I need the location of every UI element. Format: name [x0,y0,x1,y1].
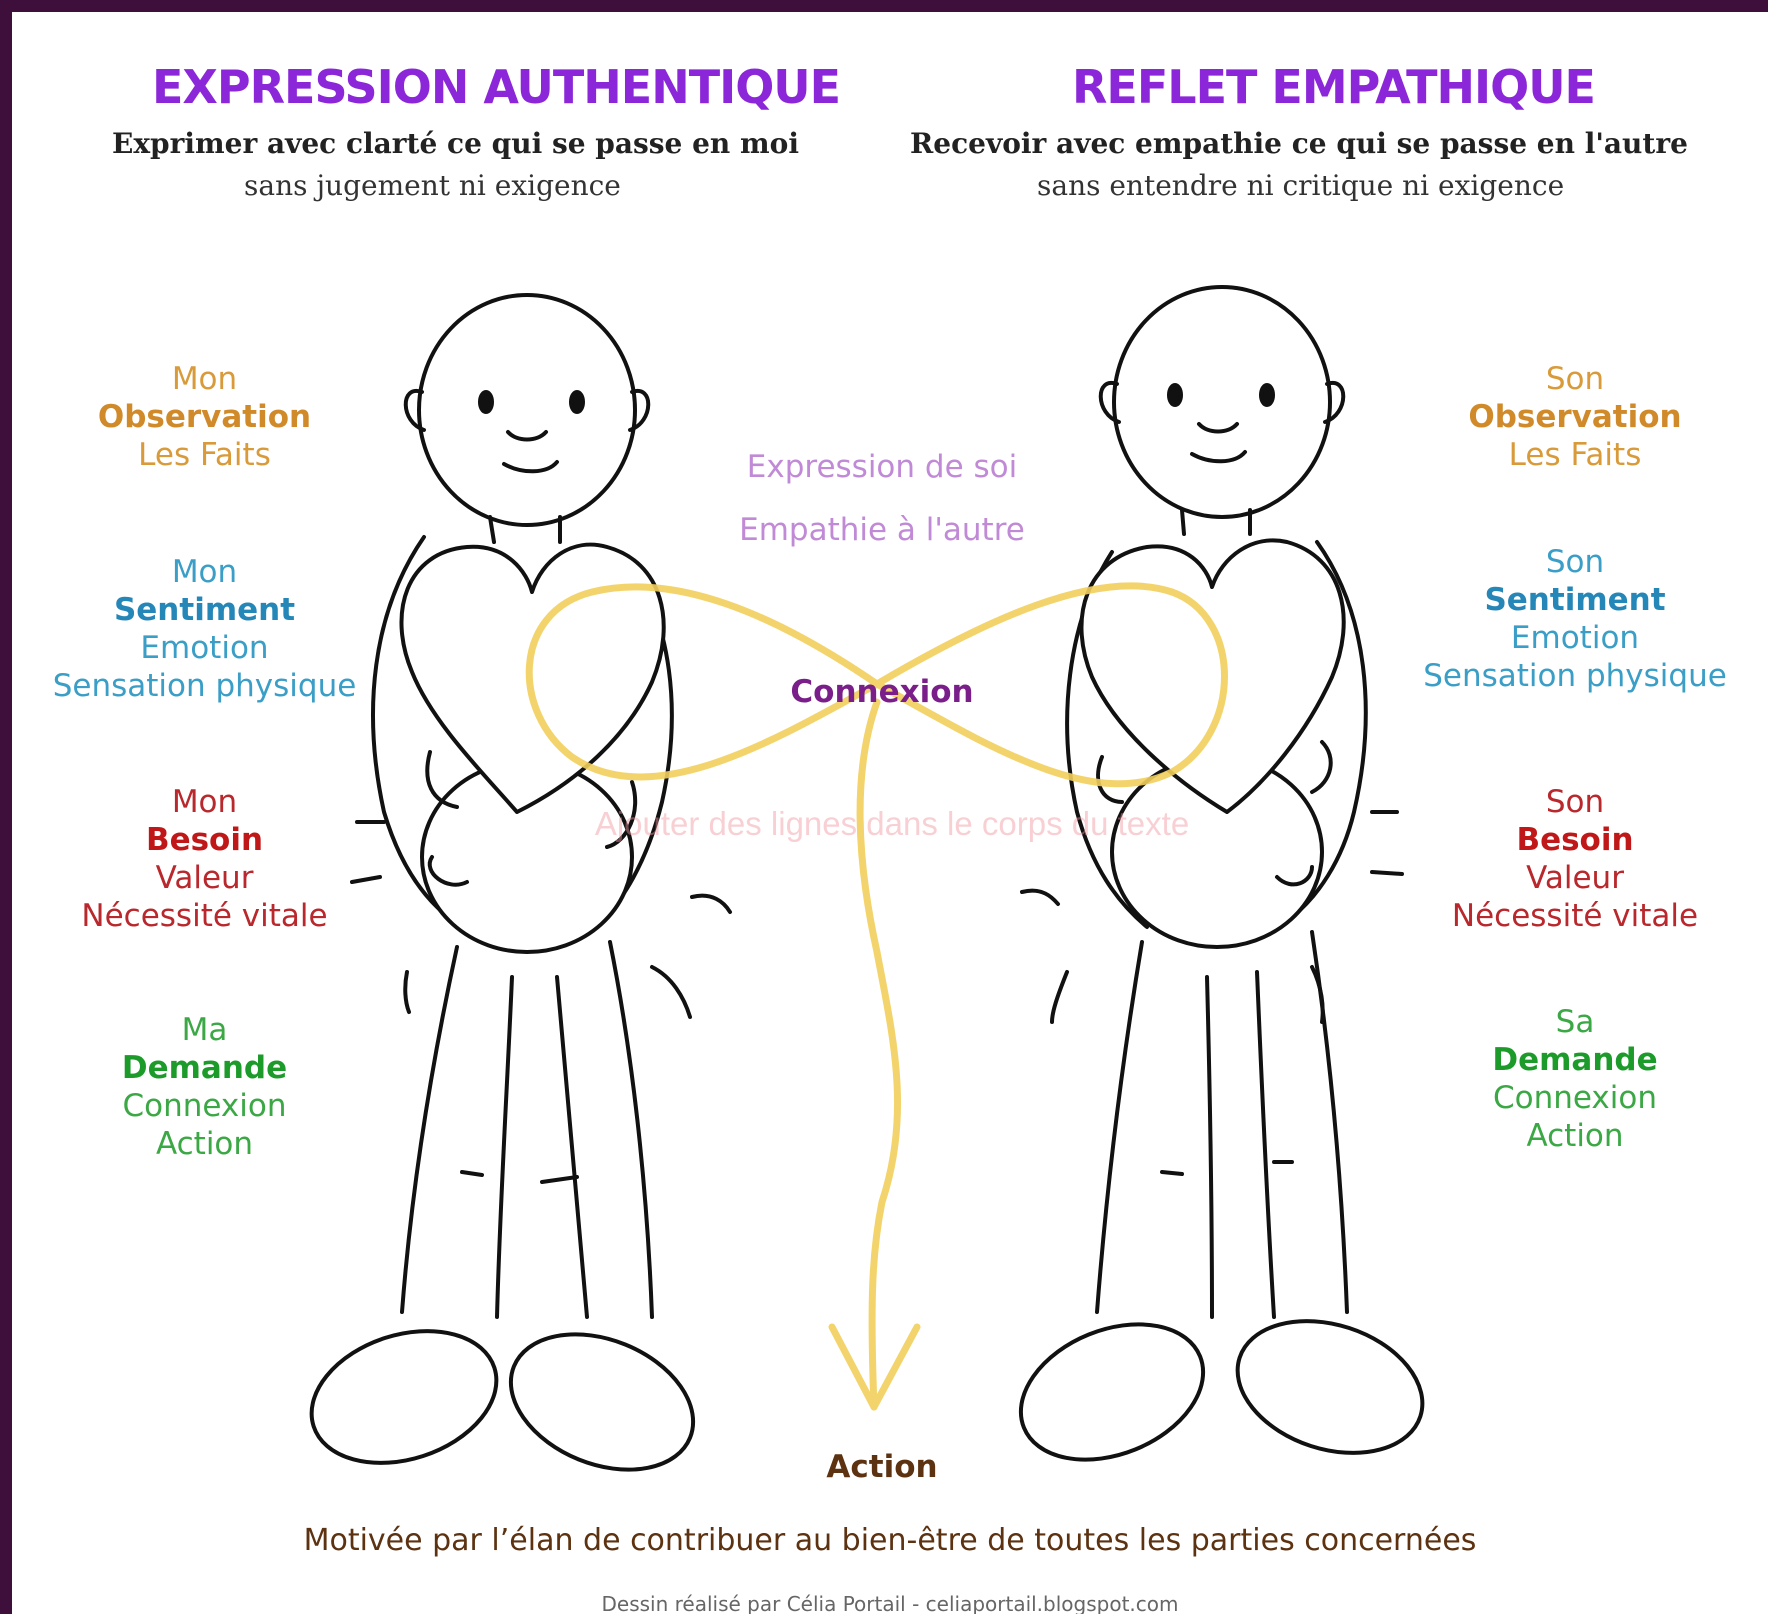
right-demande-detail2: Action [1390,1121,1760,1152]
right-besoin-detail2: Nécessité vitale [1390,901,1760,932]
left-figure [294,295,730,1495]
left-demande-detail2: Action [12,1129,397,1160]
left-besoin-pronoun: Mon [12,787,397,818]
left-demande-heading: Demande [12,1053,397,1084]
right-besoin-heading: Besoin [1390,825,1760,856]
right-demande-detail1: Connexion [1390,1083,1760,1114]
right-demande-pronoun: Sa [1390,1007,1760,1038]
left-besoin-detail2: Nécessité vitale [12,901,397,932]
diagram-canvas: EXPRESSION AUTHENTIQUE Exprimer avec cla… [12,12,1768,1614]
right-observation-pronoun: Son [1390,364,1760,395]
left-demande-pronoun: Ma [12,1015,397,1046]
right-title: REFLET EMPATHIQUE [1072,64,1595,110]
left-observation-heading: Observation [12,402,397,433]
right-demande-heading: Demande [1390,1045,1760,1076]
action-label: Action [672,1452,1092,1483]
left-besoin-detail1: Valeur [12,863,397,894]
left-subtitle-line1: Exprimer avec clarté ce qui se passe en … [112,130,799,158]
left-sentiment-detail2: Sensation physique [12,671,397,702]
watermark-text: Ajouter des lignes dans le corps du text… [492,807,1292,840]
left-observation-detail: Les Faits [12,440,397,471]
right-observation-heading: Observation [1390,402,1760,433]
right-subtitle-line1: Recevoir avec empathie ce qui se passe e… [910,130,1688,158]
connexion-label: Connexion [672,677,1092,708]
right-sentiment-detail2: Sensation physique [1390,661,1760,692]
left-subtitle-line2: sans jugement ni exigence [244,172,621,200]
right-sentiment-pronoun: Son [1390,547,1760,578]
left-demande-detail1: Connexion [12,1091,397,1122]
right-subtitle-line2: sans entendre ni critique ni exigence [1037,172,1564,200]
expression-de-soi-label: Expression de soi [672,452,1092,483]
right-sentiment-detail1: Emotion [1390,623,1760,654]
left-sentiment-pronoun: Mon [12,557,397,588]
motivation-text: Motivée par l’élan de contribuer au bien… [112,1526,1668,1556]
left-title: EXPRESSION AUTHENTIQUE [152,64,840,110]
left-besoin-heading: Besoin [12,825,397,856]
empathie-label: Empathie à l'autre [672,515,1092,546]
left-observation-pronoun: Mon [12,364,397,395]
right-observation-detail: Les Faits [1390,440,1760,471]
credit-text: Dessin réalisé par Célia Portail - celia… [312,1594,1468,1614]
left-sentiment-heading: Sentiment [12,595,397,626]
right-besoin-detail1: Valeur [1390,863,1760,894]
left-sentiment-detail1: Emotion [12,633,397,664]
right-sentiment-heading: Sentiment [1390,585,1760,616]
right-besoin-pronoun: Son [1390,787,1760,818]
